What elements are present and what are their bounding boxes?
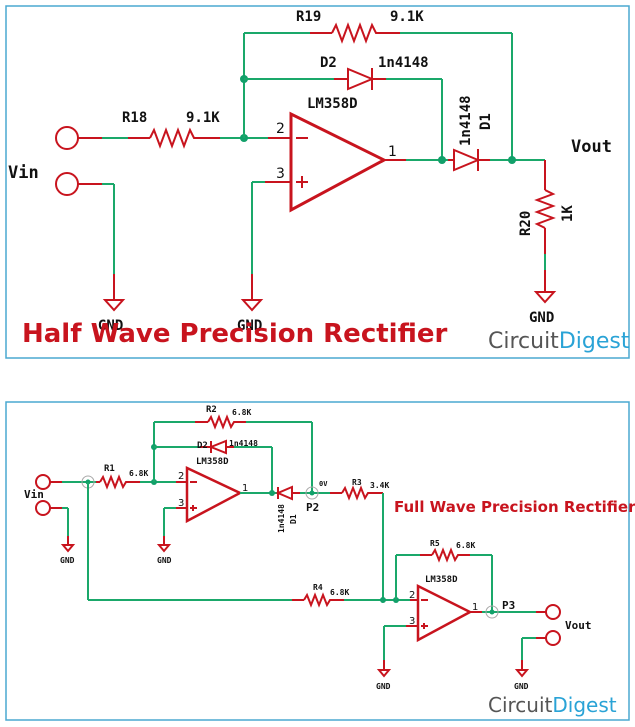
half-wave-frame: [5, 5, 630, 359]
r19-ref: R19: [296, 9, 321, 25]
d2-ref: D2: [320, 55, 337, 71]
opamp1-name: LM358D: [196, 457, 229, 467]
ground-symbol: [533, 291, 557, 304]
d2-value: 1n4148: [378, 55, 429, 71]
r2-value: 6.8K: [232, 408, 251, 417]
opamp1-lm358d[interactable]: [185, 466, 243, 524]
half-wave-title: Half Wave Precision Rectifier: [22, 319, 447, 349]
d1-ref: D1: [478, 113, 494, 130]
vin-label: Vin: [8, 163, 39, 183]
resistor-r5[interactable]: [431, 547, 470, 563]
pin-inv: 2: [178, 471, 184, 482]
r18-ref: R18: [122, 110, 147, 126]
pin-out: 1: [472, 602, 478, 613]
r20-value: 1K: [560, 205, 576, 222]
probe-p2[interactable]: [305, 486, 319, 500]
r5-ref: R5: [430, 539, 440, 548]
resistor-r1[interactable]: [99, 474, 140, 490]
r3-ref: R3: [352, 478, 362, 487]
vout-terminal-1[interactable]: [545, 604, 561, 620]
junction-node: [269, 490, 275, 496]
resistor-r18[interactable]: [149, 127, 220, 149]
d2-value: 1n4148: [229, 439, 258, 448]
pin-out: 1: [388, 144, 397, 160]
probe-p2-reading: 0V: [319, 480, 328, 488]
diode-d2[interactable]: [208, 439, 227, 455]
pin-inv: 2: [276, 121, 285, 137]
vout-label: Vout: [571, 137, 612, 157]
gnd-label: GND: [529, 310, 554, 326]
d1-value: 1n4148: [458, 95, 474, 146]
diode-d2[interactable]: [347, 67, 375, 91]
r4-ref: R4: [313, 583, 323, 592]
junction-node: [380, 597, 386, 603]
vin-terminal-2[interactable]: [55, 172, 79, 196]
vin-terminal-1[interactable]: [55, 126, 79, 150]
resistor-r19[interactable]: [331, 22, 400, 44]
junction-node: [438, 156, 446, 164]
vin-terminal-1[interactable]: [35, 474, 51, 490]
opamp2-name: LM358D: [425, 575, 458, 585]
r20-ref: R20: [518, 211, 534, 236]
gnd-label: GND: [237, 318, 262, 334]
d1-ref: D1: [289, 514, 298, 524]
opamp2-lm358d[interactable]: [416, 583, 473, 643]
gnd-label: GND: [376, 682, 391, 691]
gnd-label: GND: [60, 556, 75, 565]
gnd-label: GND: [98, 318, 123, 334]
ground-symbol: [376, 669, 392, 678]
circuitdigest-logo: CircuitDigest: [488, 693, 617, 717]
vin-label: Vin: [24, 488, 44, 501]
r3-value: 3.4K: [370, 481, 389, 490]
d1-value: 1n4148: [277, 504, 286, 533]
vout-terminal-2[interactable]: [545, 630, 561, 646]
vout-label: Vout: [565, 619, 592, 632]
r1-value: 6.8K: [129, 469, 148, 478]
pin-out: 1: [242, 483, 248, 494]
ground-symbol: [240, 299, 264, 312]
ground-symbol: [156, 544, 172, 553]
opamp-lm358d[interactable]: [289, 111, 388, 213]
full-wave-panel: Vin R1 6.8K R2 6.8K: [5, 401, 635, 721]
pin-inv: 2: [409, 590, 415, 601]
half-wave-panel: Vin R18 9.1K R19 9.1K: [5, 5, 630, 359]
d2-ref: D2: [197, 441, 208, 451]
opamp-name: LM358D: [307, 96, 358, 112]
ground-symbol: [60, 544, 76, 553]
pin-noninv: 3: [276, 166, 285, 182]
resistor-r4[interactable]: [303, 592, 344, 608]
diode-d1[interactable]: [453, 148, 481, 172]
r2-ref: R2: [206, 405, 217, 415]
junction-node: [508, 156, 516, 164]
ground-symbol: [514, 669, 530, 678]
gnd-label: GND: [514, 682, 529, 691]
pin-noninv: 3: [409, 616, 415, 627]
r19-value: 9.1K: [390, 9, 424, 25]
ground-symbol: [102, 299, 126, 312]
circuitdigest-logo: CircuitDigest: [488, 329, 630, 354]
r1-ref: R1: [104, 464, 115, 474]
r5-value: 6.8K: [456, 541, 475, 550]
probe-p2-label: P2: [306, 501, 319, 514]
resistor-r3[interactable]: [341, 485, 383, 501]
r18-value: 9.1K: [186, 110, 220, 126]
diode-d1[interactable]: [275, 485, 293, 501]
gnd-label: GND: [157, 556, 172, 565]
pin-noninv: 3: [178, 498, 184, 509]
resistor-r20[interactable]: [534, 189, 556, 229]
resistor-r2[interactable]: [207, 414, 246, 430]
r4-value: 6.8K: [330, 588, 349, 597]
probe-p3[interactable]: [485, 605, 499, 619]
probe-p3-label: P3: [502, 599, 515, 612]
vin-terminal-2[interactable]: [35, 500, 51, 516]
full-wave-frame: [5, 401, 630, 721]
full-wave-title: Full Wave Precision Rectifier: [394, 498, 635, 516]
